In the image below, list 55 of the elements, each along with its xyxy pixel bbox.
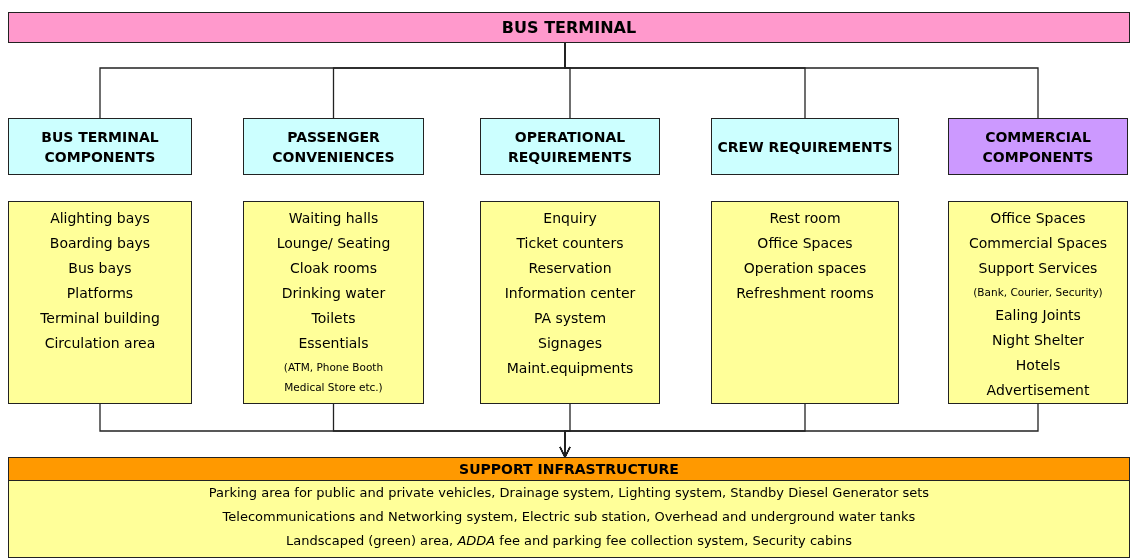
item-list-box bbox=[243, 201, 424, 404]
category-title: BUS TERMINAL COMPONENTS bbox=[40, 127, 160, 167]
category-header bbox=[480, 118, 660, 175]
category-title: COMMERCIAL COMPONENTS bbox=[981, 127, 1095, 167]
item-list-box bbox=[480, 201, 660, 404]
category-header bbox=[711, 118, 899, 175]
list-item: Terminal building bbox=[39, 309, 161, 328]
list-item: Office Spaces bbox=[989, 209, 1087, 228]
node-title: BUS TERMINAL bbox=[501, 18, 637, 37]
support-item: Parking area for public and private vehicles, Drainage system, Lighting system, Standby Diesel Generator sets bbox=[207, 484, 931, 502]
support-panel bbox=[8, 457, 1130, 558]
list-item: Alighting bays bbox=[49, 209, 151, 228]
list-item: Platforms bbox=[65, 284, 135, 303]
list-item: Advertisement bbox=[985, 381, 1091, 400]
category-header bbox=[243, 118, 424, 175]
list-item: Support Services bbox=[977, 259, 1099, 278]
list-item: Boarding bays bbox=[48, 234, 152, 253]
list-item: Commercial Spaces bbox=[967, 234, 1109, 253]
item-list-box bbox=[8, 201, 192, 404]
item-list-box bbox=[711, 201, 899, 404]
support-item: Landscaped (green) area, ADDA fee and parking fee collection system, Security cabins bbox=[285, 532, 853, 550]
list-item: Enquiry bbox=[542, 209, 598, 228]
list-item: Ealing Joints bbox=[994, 306, 1082, 325]
list-item: Toilets bbox=[310, 309, 357, 328]
list-item: Drinking water bbox=[280, 284, 387, 303]
list-item: Rest room bbox=[768, 209, 842, 228]
list-item: Signages bbox=[537, 334, 603, 353]
list-item: Information center bbox=[503, 284, 637, 303]
list-item: Office Spaces bbox=[756, 234, 854, 253]
list-item: Hotels bbox=[1014, 356, 1062, 375]
category-header bbox=[8, 118, 192, 175]
support-item: Telecommunications and Networking system, Electric sub station, Overhead and underground water tanks bbox=[221, 508, 917, 526]
list-item: Bus bays bbox=[67, 259, 133, 278]
category-title: OPERATIONAL REQUIREMENTS bbox=[507, 127, 633, 167]
item-list-box bbox=[948, 201, 1128, 404]
list-item: Night Shelter bbox=[990, 331, 1086, 350]
list-item: Maint.equipments bbox=[505, 359, 635, 378]
list-item: Waiting halls bbox=[287, 209, 380, 228]
list-item: Circulation area bbox=[43, 334, 157, 353]
list-item: Lounge/ Seating bbox=[275, 234, 392, 253]
arrow bbox=[559, 403, 1039, 458]
category-header bbox=[948, 118, 1128, 175]
list-item: Ticket counters bbox=[515, 234, 625, 253]
support-title: SUPPORT INFRASTRUCTURE bbox=[9, 458, 1129, 481]
list-item: PA system bbox=[532, 309, 608, 328]
list-item: Cloak rooms bbox=[289, 259, 378, 278]
list-item: Essentials bbox=[297, 334, 370, 353]
list-item: Reservation bbox=[527, 259, 613, 278]
item-note: (Bank, Courier, Security) bbox=[973, 285, 1103, 300]
item-note: (ATM, Phone Booth Medical Store etc.) bbox=[282, 360, 385, 395]
category-title: PASSENGER CONVENIENCES bbox=[271, 127, 396, 167]
category-title: CREW REQUIREMENTS bbox=[717, 137, 893, 157]
title-bar bbox=[8, 12, 1130, 43]
list-item: Operation spaces bbox=[742, 259, 868, 278]
list-item: Refreshment rooms bbox=[735, 284, 875, 303]
